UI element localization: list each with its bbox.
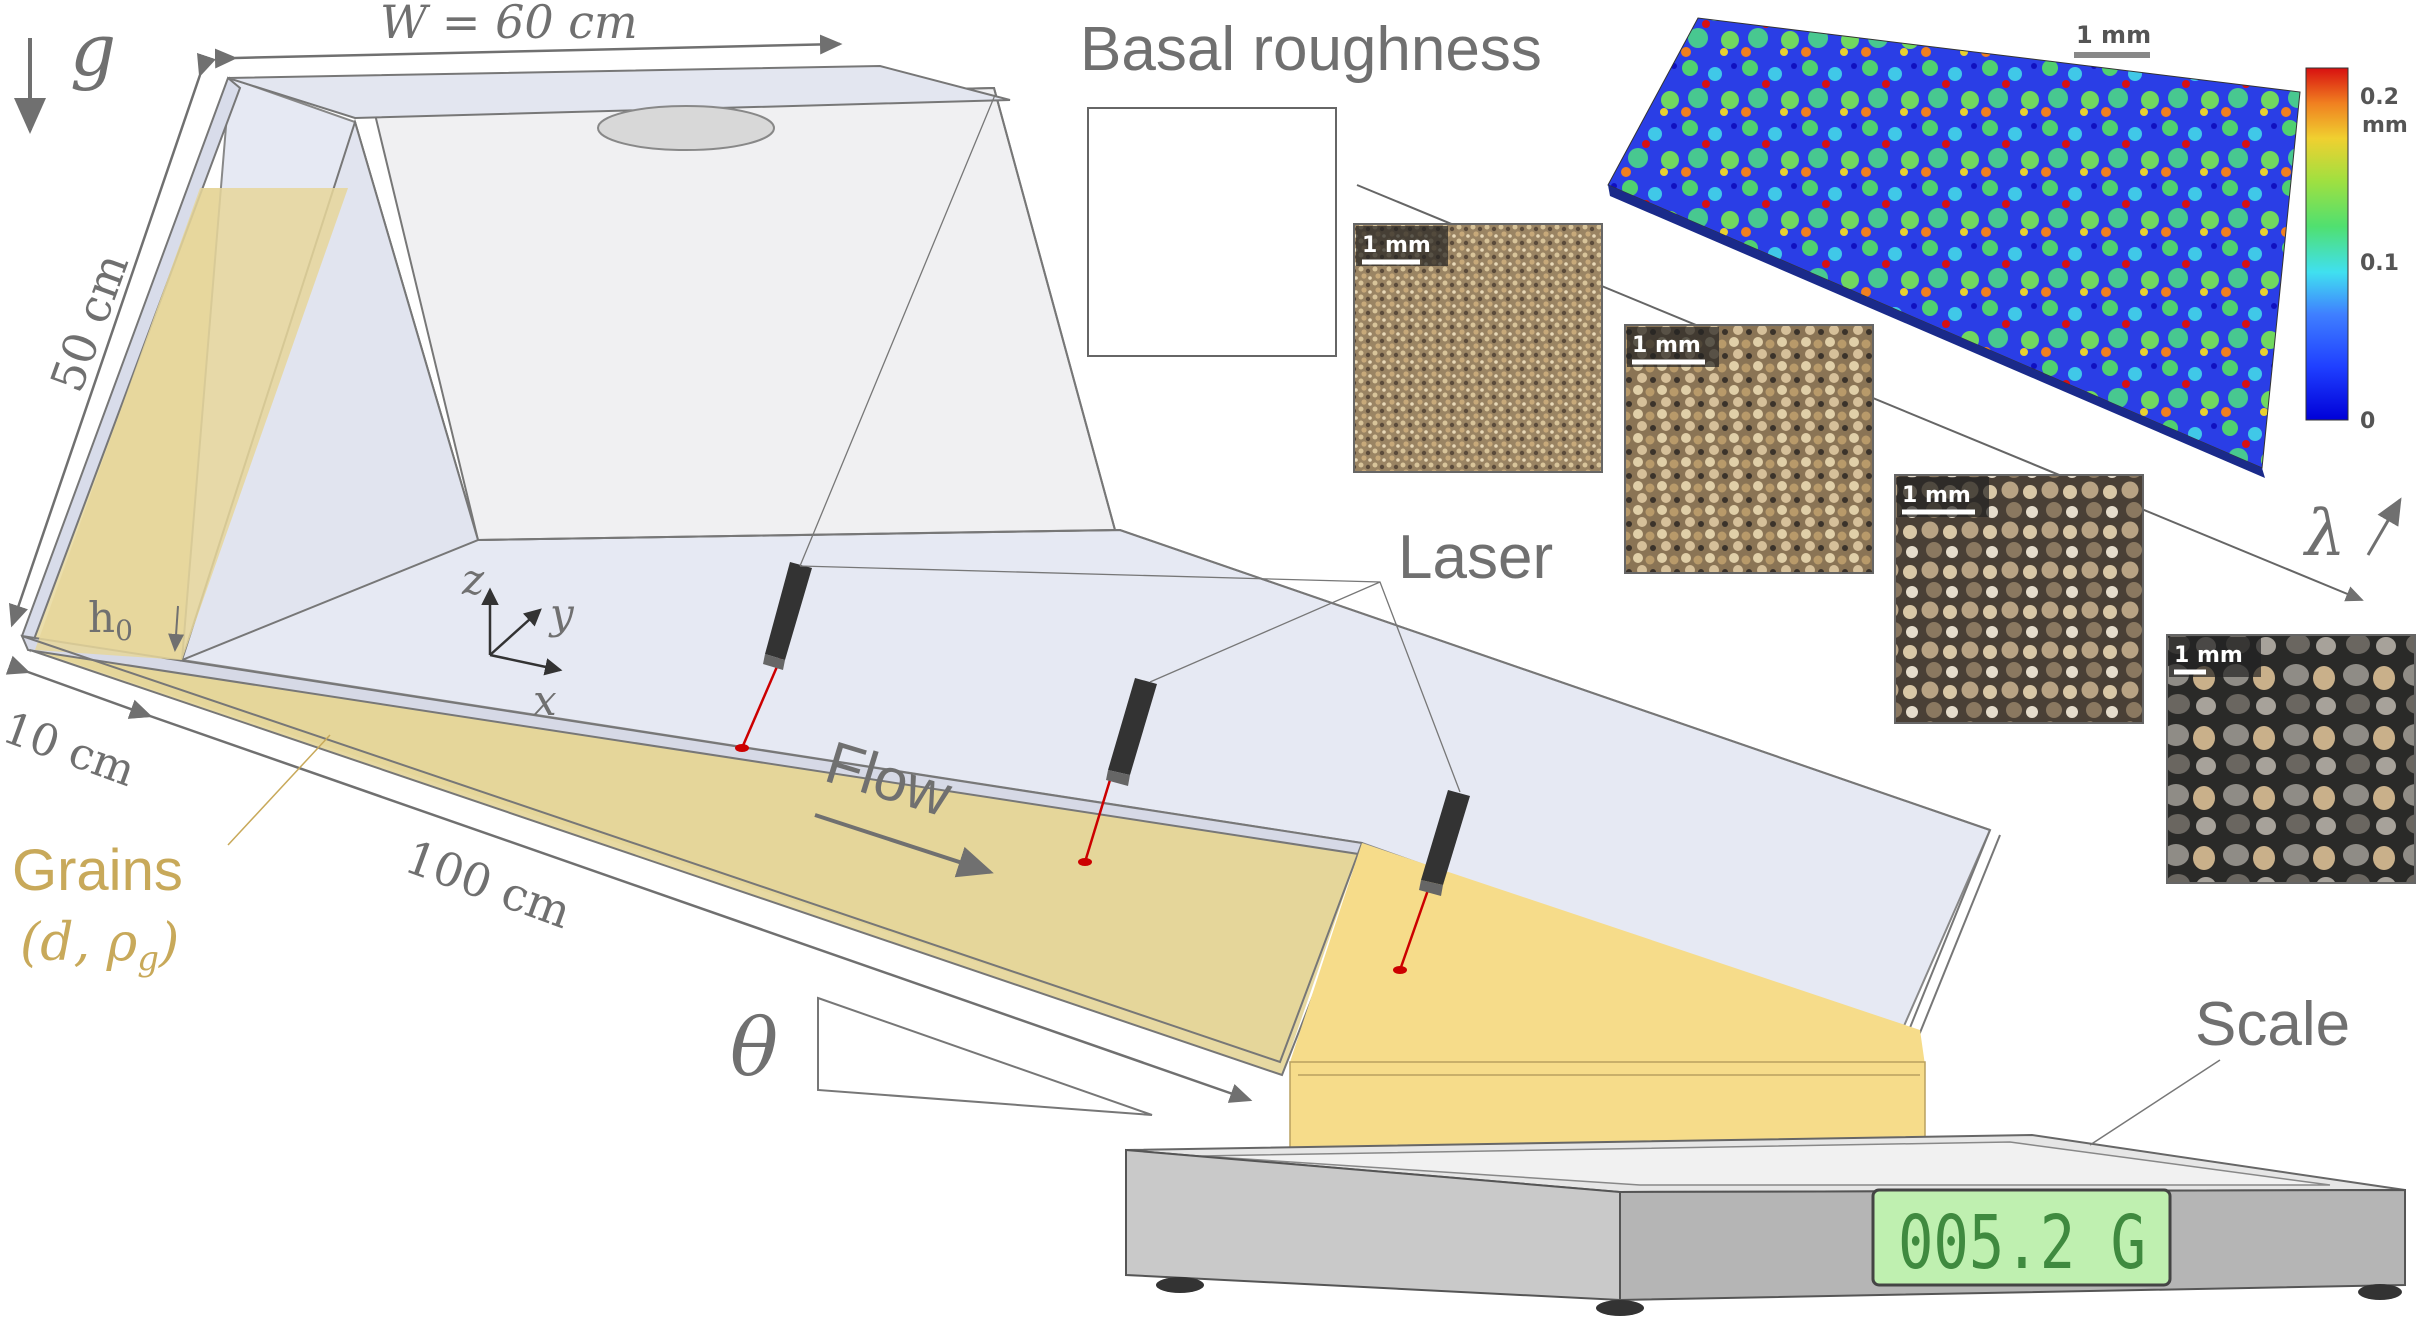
theta-label: θ bbox=[730, 1001, 778, 1094]
grains-label: Grains bbox=[12, 838, 183, 903]
roughness-inset-frame bbox=[1087, 107, 1337, 357]
width-label: W = 60 cm bbox=[380, 0, 638, 49]
thickness-label: 10 cm bbox=[0, 702, 142, 797]
lambda-label: λ bbox=[2302, 497, 2346, 571]
scale-reading: 005.2 G bbox=[1898, 1200, 2146, 1286]
weighing-scale: 005.2 G bbox=[1125, 1133, 2406, 1316]
laser-label: Laser bbox=[1398, 523, 1553, 592]
rear-plate bbox=[370, 86, 1117, 542]
length-label: 100 cm bbox=[398, 830, 578, 940]
micrograph-4: 1 mm bbox=[2166, 634, 2416, 884]
laser-3 bbox=[1393, 790, 1470, 974]
micrograph-3-scale: 1 mm bbox=[1902, 483, 1971, 508]
basal-roughness-title: Basal roughness bbox=[1080, 15, 1542, 84]
micrograph-4-scale: 1 mm bbox=[2174, 643, 2243, 668]
axis-z-label: z bbox=[461, 555, 485, 604]
colorbar bbox=[2305, 67, 2349, 421]
h0-label: h0 bbox=[88, 593, 133, 647]
axis-x-label: x bbox=[533, 676, 557, 725]
axis-y-label: y bbox=[548, 589, 575, 638]
micrograph-1-scale: 1 mm bbox=[1362, 233, 1431, 258]
channel-top-edge bbox=[227, 64, 1011, 120]
roughness-scale-label: 1 mm bbox=[2076, 21, 2151, 49]
colorbar-tick-mid: 0.1 bbox=[2360, 251, 2399, 276]
scale-display bbox=[1871, 1188, 2172, 1287]
micrograph-3: 1 mm bbox=[1894, 474, 2144, 724]
gravity-label: g bbox=[70, 8, 116, 92]
colorbar-unit: mm bbox=[2362, 113, 2408, 138]
micrograph-2: 1 mm bbox=[1624, 324, 1874, 574]
colorbar-tick-min: 0 bbox=[2360, 409, 2375, 434]
basal-roughness-panel: Basal roughness 1 mm 0.2 mm 0.1 0 1 mm 1… bbox=[1080, 15, 2416, 884]
roughness-surface-map: 1 mm 0.2 mm 0.1 0 bbox=[1607, 17, 2408, 478]
micrograph-2-scale: 1 mm bbox=[1632, 333, 1701, 358]
grains-params: (d, ρg) bbox=[20, 913, 179, 979]
scale-label: Scale bbox=[2195, 990, 2350, 1059]
plate-hole bbox=[597, 105, 775, 151]
colorbar-tick-max: 0.2 bbox=[2360, 85, 2399, 110]
micrograph-1: 1 mm bbox=[1353, 223, 1603, 473]
angle-triangle bbox=[817, 996, 1153, 1116]
collection-box bbox=[1289, 843, 1926, 1161]
